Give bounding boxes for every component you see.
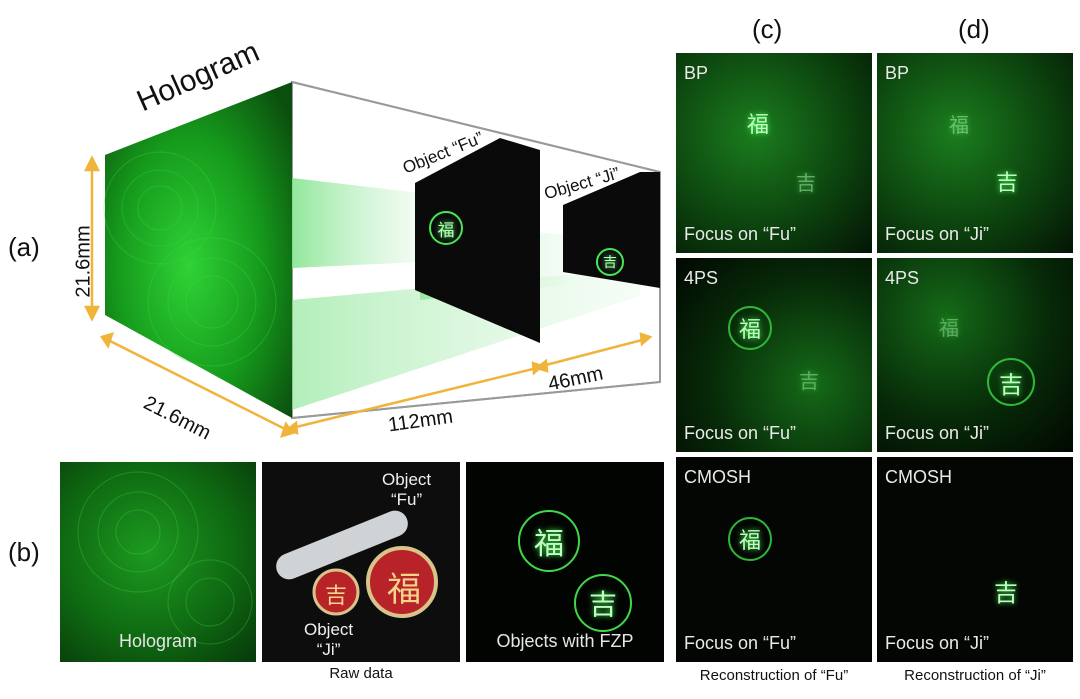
c-cmosh-label: CMOSH <box>684 467 751 487</box>
object-plane-fu <box>415 138 540 343</box>
d-bp-tile: BP 福 吉 Focus on “Ji” <box>877 53 1073 253</box>
fzp-ji-glyph: 吉 <box>574 574 632 632</box>
c-bp-tile: BP 福 吉 Focus on “Fu” <box>676 53 872 253</box>
dimension-lines <box>83 155 653 438</box>
label-c: (c) <box>752 14 783 44</box>
d-caption: Reconstruction of “Ji” <box>904 667 1046 684</box>
c-cmosh-tile: CMOSH 福 Focus on “Fu” <box>676 457 872 662</box>
d-4ps-fu-glyph: 福 <box>939 315 959 340</box>
fzp-objects-panel: 福 吉 Objects with FZP <box>466 462 664 662</box>
setup-diagram <box>83 80 661 438</box>
object-fu-glyph: 福 <box>437 220 455 241</box>
d-4ps-ji-glyph: 吉 <box>987 358 1035 406</box>
c-cmosh-focus: Focus on “Fu” <box>684 633 797 653</box>
d-4ps-tile: 4PS 福 吉 Focus on “Ji” <box>877 258 1073 452</box>
c-caption: Reconstruction of “Fu” <box>699 667 849 684</box>
raw-ji-line2: “Ji” <box>316 640 341 659</box>
raw-fu-line1: Object <box>382 470 432 489</box>
object-ji-glyph: 吉 <box>603 255 617 271</box>
c-4ps-label: 4PS <box>684 268 719 288</box>
raw-data-caption: Raw data <box>329 665 393 682</box>
c-bp-focus: Focus on “Fu” <box>684 224 797 244</box>
hologram-rings <box>103 151 277 367</box>
raw-ji-glyph: 吉 <box>324 584 347 609</box>
raw-data-photo: 福 吉 Object “Fu” Object “Ji” <box>262 462 460 662</box>
hologram-plane <box>105 82 292 418</box>
hologram-thumb-caption: Hologram <box>118 631 198 651</box>
c-4ps-tile: 4PS 福 吉 Focus on “Fu” <box>676 258 872 452</box>
raw-object-ji-label: Object “Ji” <box>304 620 353 660</box>
d-cmosh-label: CMOSH <box>885 467 952 487</box>
d-4ps-label: 4PS <box>885 268 920 288</box>
object-ji-disc <box>596 248 624 276</box>
fzp-caption: Objects with FZP <box>496 631 634 651</box>
raw-fu-glyph: 福 <box>387 570 421 610</box>
beam-fu <box>292 178 420 268</box>
d-bp-label: BP <box>885 63 910 83</box>
c-cmosh-fu-glyph: 福 <box>728 517 772 561</box>
c-bp-ji-glyph: 吉 <box>796 170 816 195</box>
c-4ps-focus: Focus on “Fu” <box>684 423 797 443</box>
label-b: (b) <box>8 537 40 567</box>
d-cmosh-focus: Focus on “Ji” <box>885 633 990 653</box>
d-cmosh-tile: CMOSH 吉 Focus on “Ji” <box>877 457 1073 662</box>
c-4ps-ji-glyph: 吉 <box>799 368 819 393</box>
object-plane-ji <box>563 172 660 288</box>
d-bp-fu-glyph: 福 <box>949 112 969 137</box>
c-4ps-fu-glyph: 福 <box>728 306 772 350</box>
label-d: (d) <box>958 14 990 44</box>
raw-objects-drawing <box>276 510 438 618</box>
raw-fu-line2: “Fu” <box>390 490 423 509</box>
d-cmosh-ji-glyph: 吉 <box>994 578 1018 607</box>
d-4ps-focus: Focus on “Ji” <box>885 423 990 443</box>
label-a: (a) <box>8 232 40 262</box>
object-fu-disc <box>429 211 463 245</box>
d-bp-ji-glyph: 吉 <box>995 171 1018 196</box>
c-bp-fu-glyph: 福 <box>746 113 769 138</box>
d-bp-focus: Focus on “Ji” <box>885 224 990 244</box>
raw-ji-line1: Object <box>304 620 354 639</box>
hologram-thumbnail: Hologram <box>60 462 256 662</box>
raw-object-fu-label: Object “Fu” <box>382 470 431 510</box>
dim-height-label: 21.6mm <box>72 225 95 298</box>
hologram-thumb-rings <box>77 471 253 645</box>
fzp-fu-glyph: 福 <box>518 510 580 572</box>
beam-lower <box>292 268 640 410</box>
c-bp-label: BP <box>684 63 709 83</box>
